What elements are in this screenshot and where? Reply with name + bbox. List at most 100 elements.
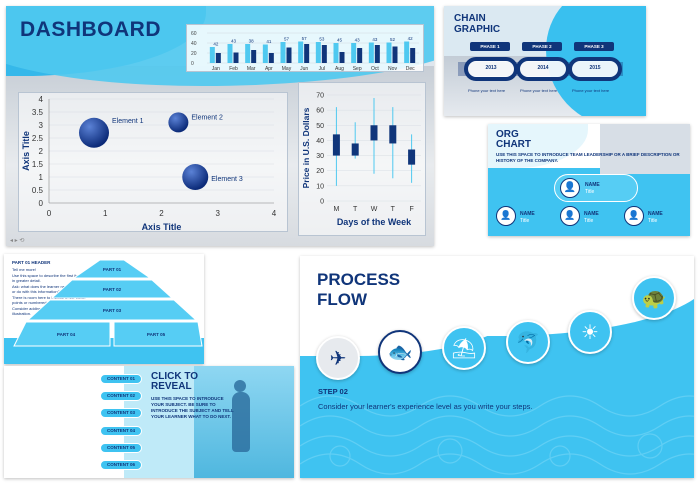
y-tick-label: 3.5 xyxy=(32,108,44,117)
pyramid-text-line: Ask: what does the learner need to know … xyxy=(12,284,85,294)
candle-body xyxy=(351,143,359,156)
chain-title: CHAIN GRAPHIC xyxy=(454,13,501,35)
y-tick-label: 70 xyxy=(316,93,324,100)
bar-series-b xyxy=(268,53,274,63)
pyramid-text-line: There is room here to include a few bull… xyxy=(12,295,86,305)
bar-series-a xyxy=(404,41,410,63)
bar-series-b xyxy=(304,44,310,63)
content-button[interactable]: CONTENT 03 xyxy=(100,408,142,419)
content-button[interactable]: CONTENT 01 xyxy=(100,374,142,384)
bar-value-label: 52 xyxy=(390,37,396,42)
bar-series-b xyxy=(321,45,327,63)
bar-series-b xyxy=(339,52,345,63)
org-chart-slide-thumbnail[interactable]: ORG CHART USE THIS SPACE TO INTRODUCE TE… xyxy=(488,124,690,236)
step-body: Consider your learner's experience level… xyxy=(318,402,533,411)
pyramid-slide-thumbnail[interactable]: PART 01 HEADER Tell me more!Use this spa… xyxy=(4,254,204,364)
player-controls[interactable]: ◂ ▸ ⟲ xyxy=(10,238,25,244)
reveal-title: CLICK TO REVEAL xyxy=(151,371,199,392)
bubble-label: Element 2 xyxy=(191,114,223,121)
y-tick-label: 0 xyxy=(191,61,194,67)
bar-series-a xyxy=(245,44,251,63)
fish-icon[interactable]: 🐟 xyxy=(378,330,422,374)
dolphin-icon[interactable]: 🐬 xyxy=(506,320,550,364)
member-role: Title xyxy=(648,218,658,224)
x-axis-title: Days of the Week xyxy=(337,217,412,227)
x-tick-label: 0 xyxy=(47,209,52,218)
x-tick-label: F xyxy=(409,206,413,213)
member-role: Title xyxy=(520,218,530,224)
x-tick-label: Oct xyxy=(371,66,379,72)
x-tick-label: Nov xyxy=(388,66,397,72)
pyramid-tier-label: PART 05 xyxy=(147,332,166,337)
x-tick-label: 2 xyxy=(159,209,164,218)
content-button[interactable]: CONTENT 06 xyxy=(100,460,142,470)
x-axis-title: Axis Title xyxy=(142,222,182,232)
swirl-pattern-background xyxy=(300,395,694,475)
x-tick-label: T xyxy=(391,206,396,213)
x-tick-label: May xyxy=(282,66,292,72)
phase-label: PHASE 2 xyxy=(522,42,562,51)
x-tick-label: Jan xyxy=(212,66,220,72)
pyramid-tier xyxy=(113,321,203,347)
candle-body xyxy=(389,125,397,144)
pyramid-header: PART 01 HEADER xyxy=(12,260,51,265)
bubble-point xyxy=(168,112,189,133)
airplane-icon[interactable]: ✈ xyxy=(316,336,360,380)
click-to-reveal-slide-thumbnail[interactable]: CLICK TO REVEAL USE THIS SPACE TO INTROD… xyxy=(4,366,294,478)
x-tick-label: Feb xyxy=(229,66,238,72)
process-title: PROCESS FLOW xyxy=(317,270,401,309)
y-tick-label: 3 xyxy=(39,121,44,130)
bubble-point xyxy=(79,117,109,148)
pyramid-tier-label: PART 01 xyxy=(103,267,122,272)
member-name: NAME xyxy=(584,211,599,217)
beach-icon[interactable]: ⛱ xyxy=(442,326,486,370)
y-tick-label: 20 xyxy=(191,51,197,57)
bar-series-a xyxy=(333,43,339,63)
x-tick-label: 4 xyxy=(272,209,277,218)
chain-link[interactable] xyxy=(568,57,622,81)
person-icon: 👤 xyxy=(496,206,516,226)
sun-icon[interactable]: ☀ xyxy=(568,310,612,354)
y-tick-label: 30 xyxy=(316,153,324,160)
golfer-photo xyxy=(194,366,294,478)
y-tick-label: 1.5 xyxy=(32,160,44,169)
wave-decoration xyxy=(600,124,690,174)
candle-body xyxy=(370,125,378,141)
bubble-point xyxy=(182,164,209,190)
candle-body xyxy=(408,149,416,165)
bar-series-a xyxy=(368,42,374,63)
bar-series-a xyxy=(280,42,286,63)
y-tick-label: 10 xyxy=(316,183,324,190)
chain-link[interactable] xyxy=(516,57,570,81)
bar-value-label: 57 xyxy=(284,37,290,42)
content-button[interactable]: CONTENT 02 xyxy=(100,391,142,402)
x-tick-label: Dec xyxy=(406,66,415,72)
member-name: NAME xyxy=(520,211,535,217)
turtle-icon[interactable]: 🐢 xyxy=(632,276,676,320)
process-flow-slide-thumbnail[interactable]: PROCESS FLOW ✈ 🐟 ⛱ 🐬 ☀ 🐢 STEP 02 Consider you… xyxy=(300,256,694,478)
bar-value-label: 42 xyxy=(408,36,414,41)
y-tick-label: 2.5 xyxy=(32,134,44,143)
bar-value-label: 53 xyxy=(319,37,325,42)
org-top-card[interactable]: 👤 NAME Title xyxy=(554,174,638,202)
bar-series-b xyxy=(251,50,257,63)
org-top-name: NAME xyxy=(585,182,600,188)
bar-value-label: 42 xyxy=(213,42,219,47)
bar-value-label: 43 xyxy=(355,38,361,43)
bar-series-a xyxy=(227,44,233,63)
content-button[interactable]: CONTENT 04 xyxy=(100,425,142,436)
content-button[interactable]: CONTENT 05 xyxy=(100,442,142,453)
y-tick-label: 4 xyxy=(39,95,44,104)
pyramid-tier-label: PART 02 xyxy=(103,287,122,292)
y-tick-label: 1 xyxy=(39,173,44,182)
x-tick-label: Apr xyxy=(265,66,273,72)
step-label: STEP 02 xyxy=(318,387,348,396)
member-role: Title xyxy=(584,218,594,224)
